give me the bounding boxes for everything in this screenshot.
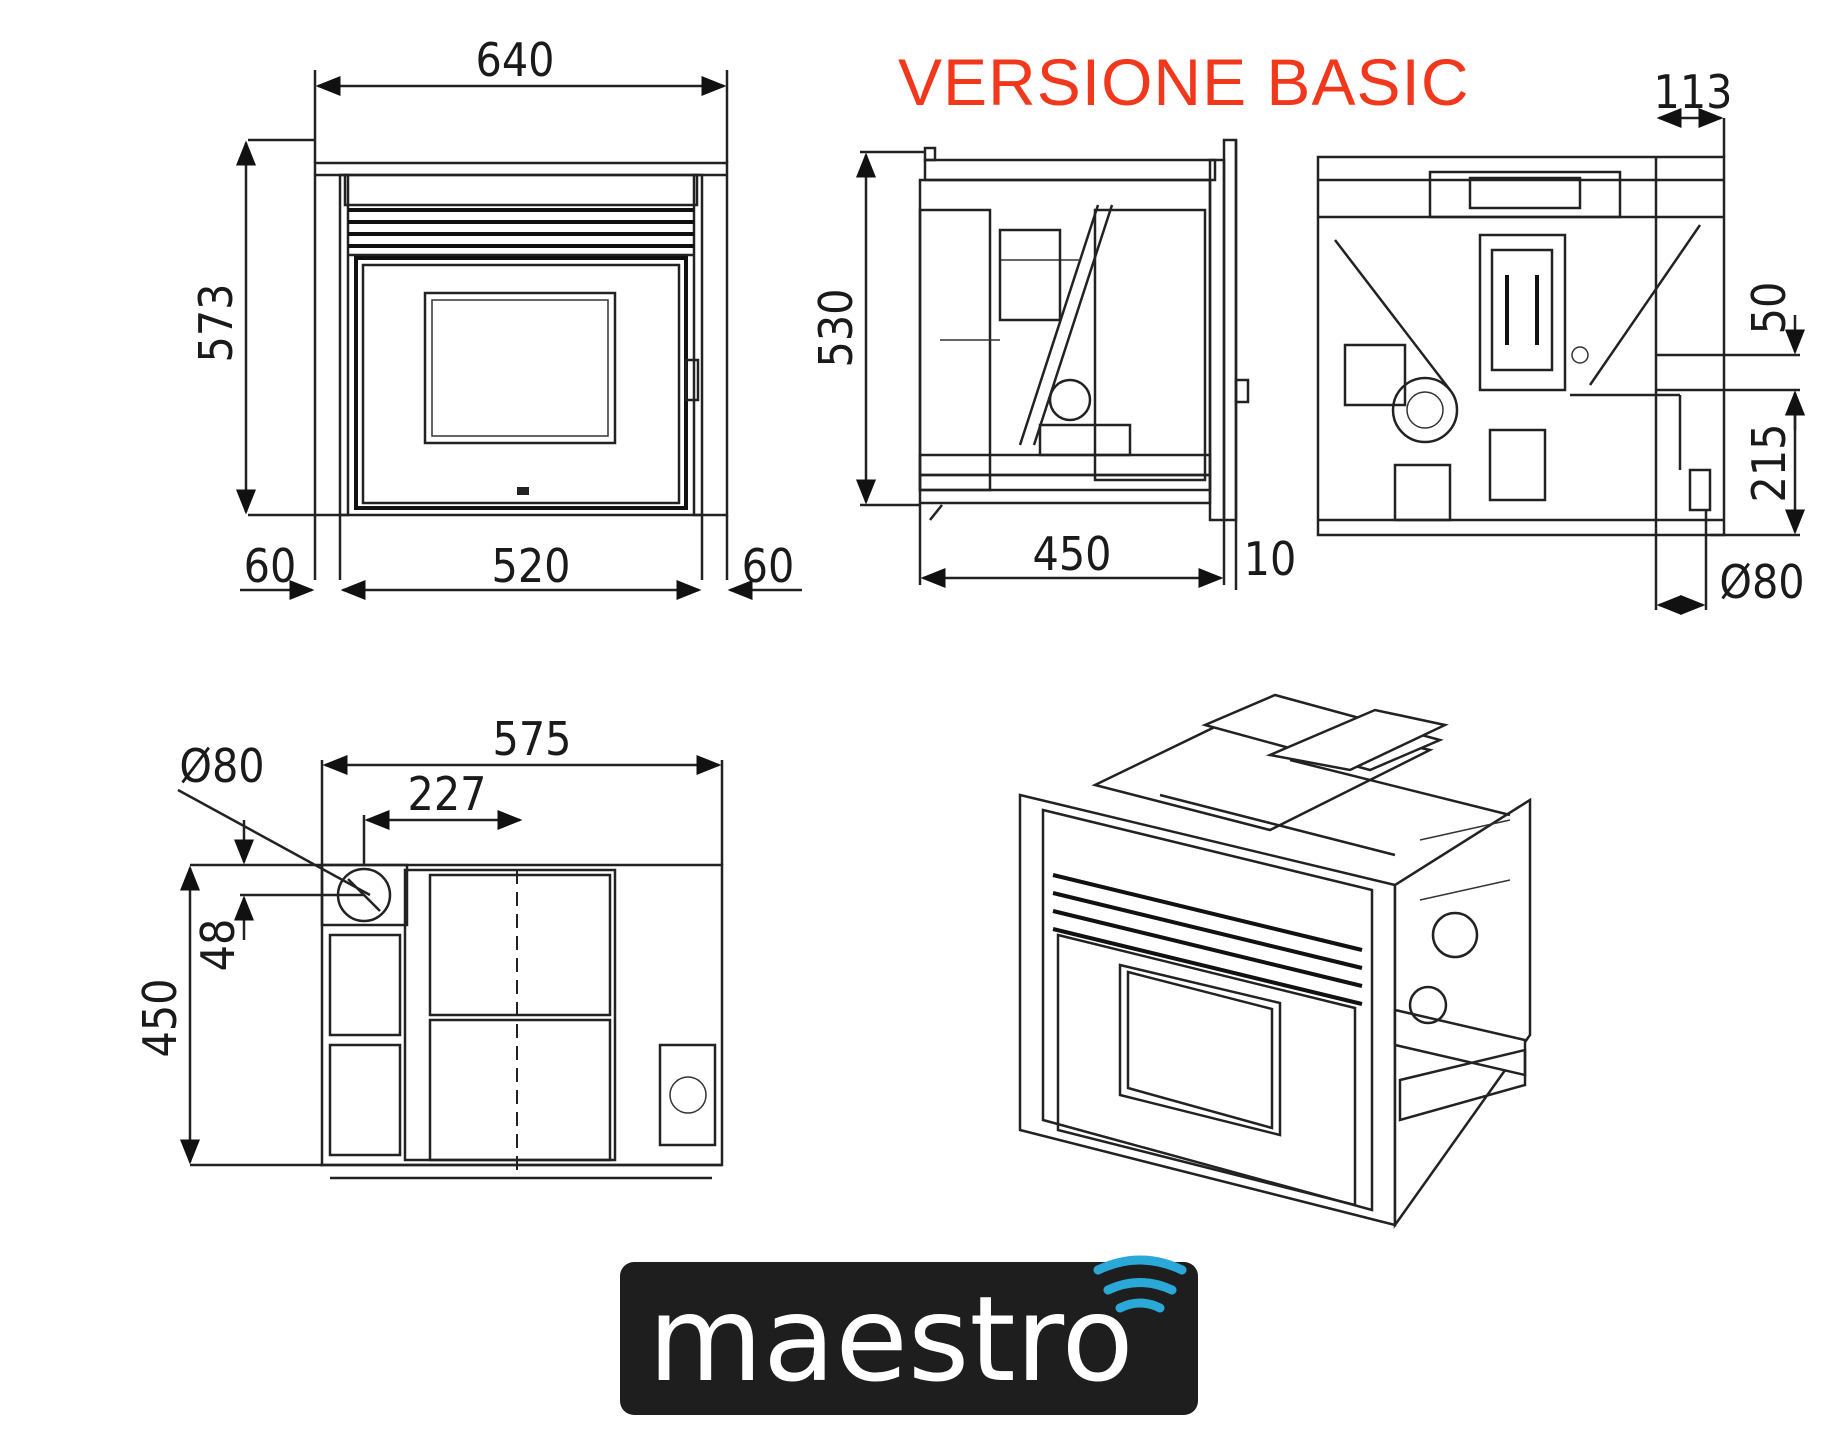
dim-top-flue-offset-y: 48 [191,919,245,972]
top-dimensions: 575 227 Ø80 48 450 [133,712,722,1165]
dim-top-width: 575 [493,712,572,766]
dim-side-height: 530 [809,289,863,368]
wifi-icon [1093,1255,1187,1313]
front-view [248,70,729,580]
side-dimensions: 530 450 10 [809,152,1297,588]
rear-dimensions: 113 50 215 Ø80 [1654,65,1805,615]
dim-side-frame: 10 [1244,532,1297,586]
version-title: VERSIONE BASIC [898,45,1470,119]
dim-top-depth: 450 [133,979,187,1058]
rear-view [1316,118,1800,610]
dim-rear-offset-a: 50 [1742,282,1796,335]
dim-rear-top-offset: 113 [1654,65,1733,119]
dim-front-side-right: 60 [742,539,795,593]
dim-front-inner-width: 520 [492,539,571,593]
dim-front-width: 640 [476,33,555,87]
dim-side-depth: 450 [1033,527,1112,581]
top-view [177,760,724,1180]
dim-front-side-left: 60 [244,539,297,593]
side-view [860,138,1250,590]
dim-top-flue-offset-x: 227 [408,767,487,821]
front-dimensions: 640 573 520 60 60 [189,33,802,600]
logo-text: maestro [648,1270,1134,1408]
dim-front-height: 573 [189,284,243,363]
maestro-logo: maestro [620,1255,1198,1415]
dim-rear-flue-diameter: Ø80 [1719,555,1804,609]
logo-background [620,1262,1198,1415]
dim-rear-offset-b: 215 [1742,424,1796,503]
isometric-view [1018,693,1532,1229]
dim-top-flue-diameter: Ø80 [179,739,264,793]
